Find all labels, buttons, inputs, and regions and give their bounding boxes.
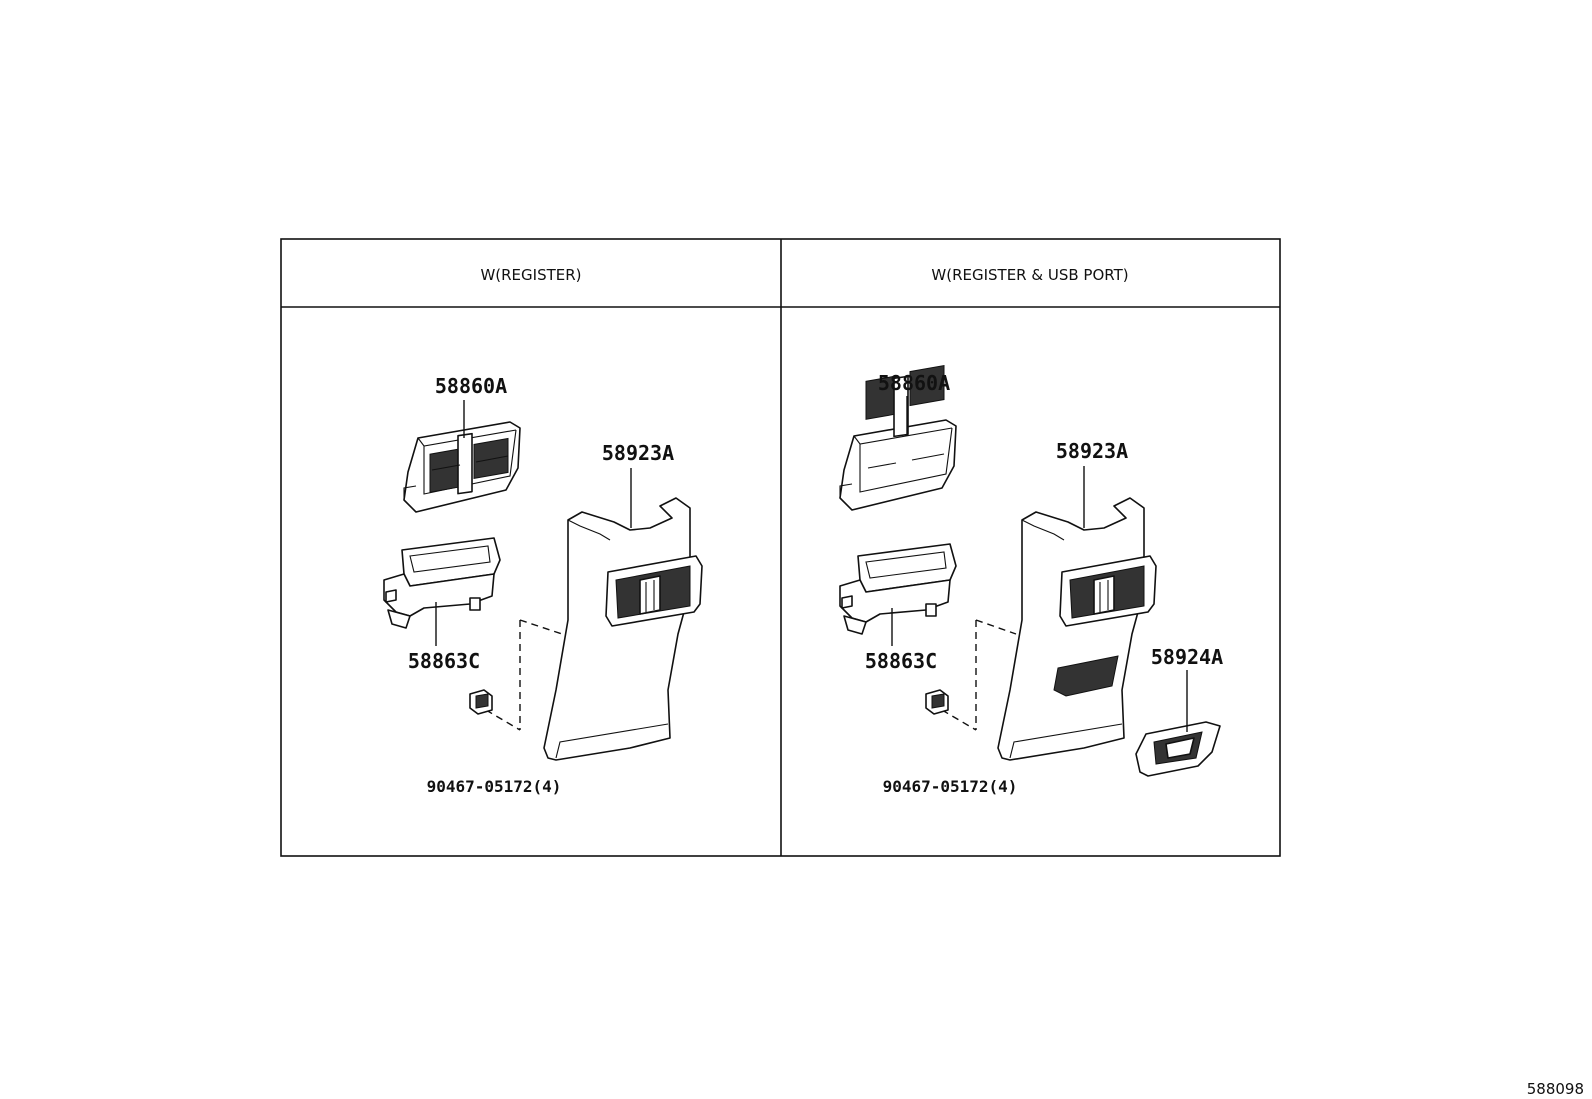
usb-cutout <box>1053 655 1119 697</box>
rear-panel-part <box>543 497 703 761</box>
panel-register: 58860A 58863C 58923A <box>383 374 703 796</box>
label-clip-2: 90467-05172(4) <box>883 777 1018 796</box>
illustration-reference-number: 588098 <box>1527 1080 1584 1098</box>
usb-port-part <box>1135 721 1221 777</box>
label-bezel-2: 58863C <box>865 649 937 673</box>
clip-connection-dashes <box>485 619 563 731</box>
label-vent: 58860A <box>435 374 507 398</box>
clip-part <box>469 689 493 715</box>
clip-connection-dashes-2 <box>941 619 1017 731</box>
label-bezel: 58863C <box>408 649 480 673</box>
label-rear-panel-2: 58923A <box>1056 439 1128 463</box>
table-frame <box>280 238 1281 857</box>
panel-header-register-usb: W(REGISTER & USB PORT) <box>931 266 1128 284</box>
panel-register-usb: 58860A 58863C 58923A <box>839 364 1223 796</box>
vent-register-part-2 <box>839 364 957 511</box>
label-vent-2: 58860A <box>878 371 950 395</box>
rear-panel-part-2 <box>997 497 1157 761</box>
label-clip: 90467-05172(4) <box>427 777 562 796</box>
bezel-part <box>383 537 501 629</box>
panel-header-register: W(REGISTER) <box>480 266 581 284</box>
label-rear-panel: 58923A <box>602 441 674 465</box>
vent-register-part <box>403 421 521 513</box>
bezel-part-2 <box>839 543 957 635</box>
clip-part-2 <box>925 689 949 715</box>
label-usb-port: 58924A <box>1151 645 1223 669</box>
